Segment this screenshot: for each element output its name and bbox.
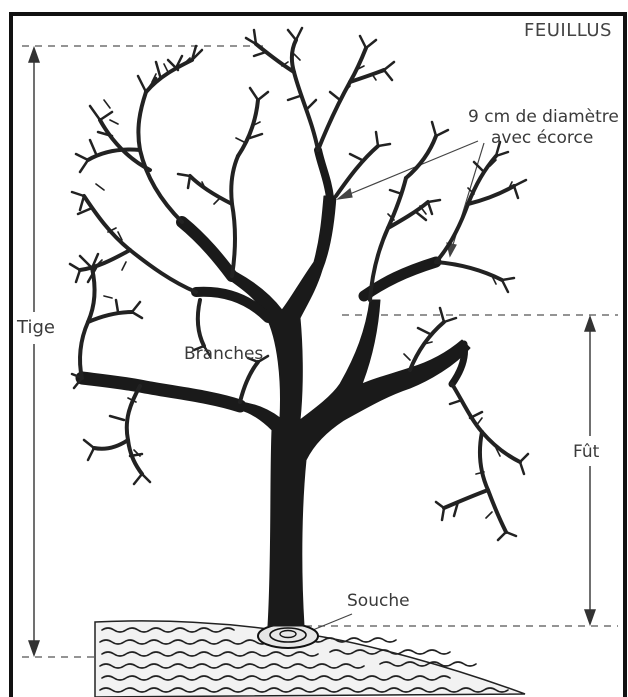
main-limbs [82,150,465,406]
trunk-dimension-arrow [585,317,595,624]
branches-label: Branches [184,344,263,364]
diameter-label-line1: 9 cm de diamètre [468,107,619,127]
diameter-label-line2: avec écorce [491,128,593,148]
category-label: FEUILLUS [524,20,612,41]
stem-dimension-arrow [29,48,39,655]
stem-label: Tige [17,317,55,338]
stump [258,624,318,648]
trunk-label: Fût [573,442,599,462]
stump-label: Souche [347,591,410,611]
